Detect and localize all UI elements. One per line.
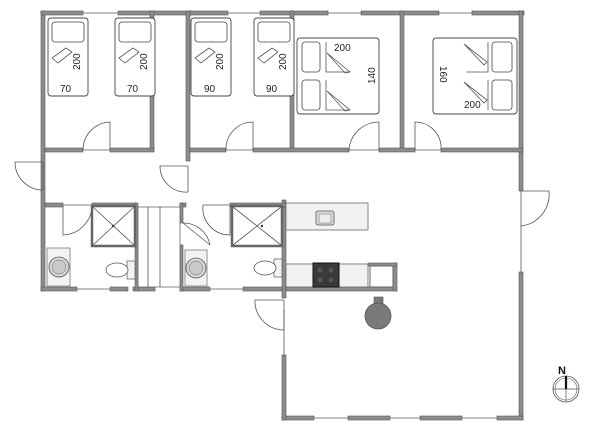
toilet-icon [253,260,277,276]
bed-width-label: 70 [60,84,72,95]
kitchen [285,202,398,330]
bed-length-label: 200 [72,53,83,70]
bed-width-label: 140 [367,67,378,84]
fridge [369,265,394,288]
bed-width-label: 90 [266,84,278,95]
bed-length-label: 200 [215,53,226,70]
toilet-icon [105,262,129,278]
closet [137,206,181,288]
bed-length-label: 200 [278,53,289,70]
bathroom-1 [46,204,137,287]
compass: N [552,365,580,403]
bed-length-label: 200 [334,43,351,54]
bedroom-3: 200 140 [296,37,380,115]
stove-icon [312,262,340,288]
bed-width-label: 70 [127,84,139,95]
bedroom-2: 200 90 200 90 [190,17,295,97]
doors [14,121,550,331]
table-icon [364,302,392,330]
bed-length-label: 200 [464,100,481,111]
bed-width-label: 90 [204,84,216,95]
bed-width-label: 160 [437,66,448,83]
bedroom-4: 160 200 [432,37,518,115]
bedroom-1: 200 70 200 70 [47,17,156,97]
bed-length-label: 200 [139,53,150,70]
north-label: N [558,365,566,377]
bathroom-2 [184,204,284,287]
